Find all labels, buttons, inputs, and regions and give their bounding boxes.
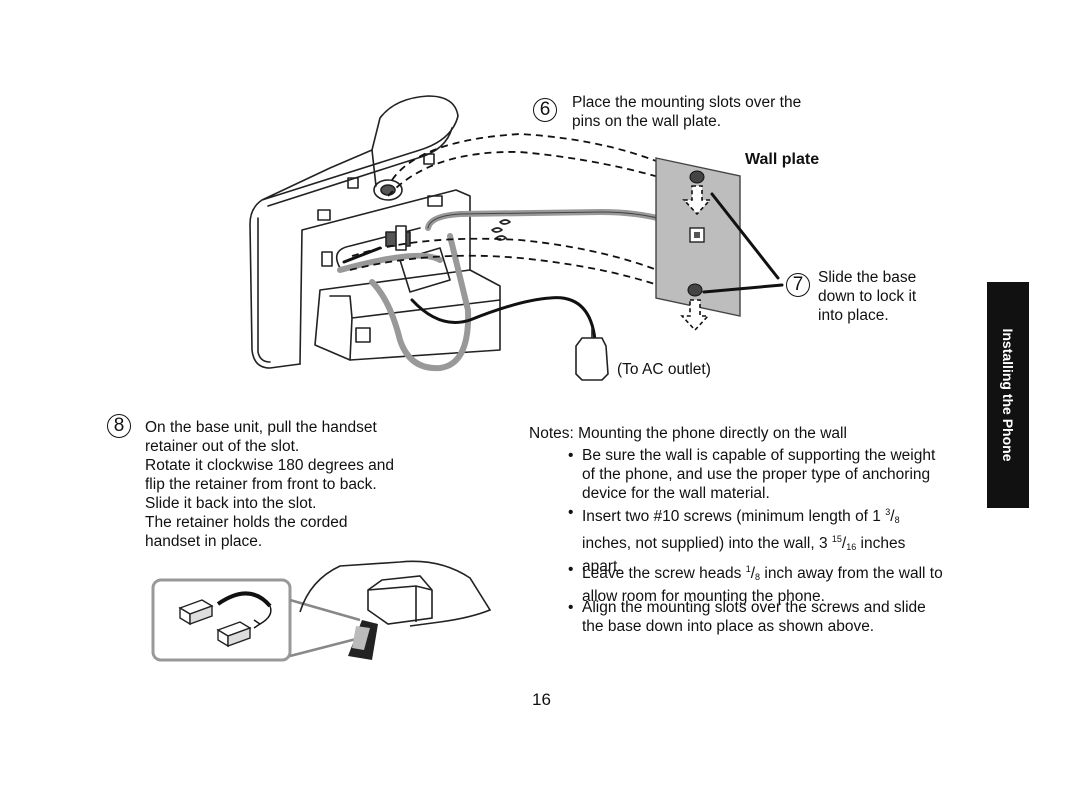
note-3-text: inch away from the wall to (760, 565, 943, 582)
note-2-text: Insert two #10 screws (minimum length of… (582, 508, 886, 525)
wall-plate (655, 157, 741, 317)
note-1-line2: of the phone, and use the proper type of… (582, 466, 931, 483)
step-7-number: 7 (786, 273, 810, 297)
notes-heading: Notes: Mounting the phone directly on th… (529, 425, 847, 442)
phone-base-shell (249, 95, 459, 369)
note-3-line1: Leave the screw heads 1/8 inch away from… (582, 564, 943, 582)
step-8-line: handset in place. (145, 533, 263, 550)
step-8-text: On the base unit, pull the handset retai… (145, 418, 394, 551)
step-6-line1: Place the mounting slots over the (572, 94, 802, 111)
step-6-line2: pins on the wall plate. (572, 113, 722, 130)
note-4-line2: the base down into place as shown above. (582, 618, 875, 635)
section-side-tab-label: Installing the Phone (1000, 328, 1016, 462)
section-side-tab: Installing the Phone (987, 282, 1029, 508)
note-2-line1: Insert two #10 screws (minimum length of… (582, 507, 900, 525)
fraction-numerator: 1 (745, 564, 751, 574)
note-1-line1: Be sure the wall is capable of supportin… (582, 447, 936, 464)
step-7-line1: Slide the base (818, 269, 917, 286)
step-8-line: On the base unit, pull the handset (145, 419, 377, 436)
note-3-line2: allow room for mounting the phone. (582, 588, 825, 605)
note-4-line1: Align the mounting slots over the screws… (582, 599, 926, 616)
wall-plate-label: Wall plate (745, 151, 820, 168)
step-7-text: Slide the base down to lock it into plac… (818, 268, 916, 325)
step-6-text: Place the mounting slots over the pins o… (572, 93, 801, 131)
step-7-line3: into place. (818, 307, 889, 324)
fraction-numerator: 3 (885, 507, 891, 517)
fraction-denominator: 8 (755, 572, 761, 582)
bullet-dot: • (568, 504, 574, 521)
note-2-text: inches, not supplied) into the wall, 3 (582, 535, 832, 552)
note-bullet-2: • Insert two #10 screws (minimum length … (568, 503, 906, 576)
bullet-dot: • (568, 447, 574, 464)
note-3-text: Leave the screw heads (582, 565, 746, 582)
fraction-denominator: 16 (846, 542, 857, 552)
retainer-diagram (151, 560, 492, 662)
step-8-line: flip the retainer from front to back. (145, 476, 377, 493)
step-8-line: Rotate it clockwise 180 degrees and (145, 457, 395, 474)
note-bullet-4: • Align the mounting slots over the scre… (568, 598, 926, 636)
ac-adapter (575, 328, 609, 381)
step-7-line2: down to lock it (818, 288, 917, 305)
step-6-number: 6 (533, 98, 557, 122)
step-8-number: 8 (107, 414, 131, 438)
note-1-line3: device for the wall material. (582, 485, 770, 502)
fraction-numerator: 15 (831, 534, 842, 544)
note-bullet-3: • Leave the screw heads 1/8 inch away fr… (568, 560, 943, 606)
step-8-line: Slide it back into the slot. (145, 495, 317, 512)
note-2-line2: inches, not supplied) into the wall, 3 1… (582, 534, 906, 552)
step-8-line: retainer out of the slot. (145, 438, 300, 455)
page-number: 16 (532, 690, 551, 709)
fraction-denominator: 8 (894, 515, 900, 525)
ac-outlet-label: (To AC outlet) (617, 361, 711, 378)
bullet-dot: • (568, 561, 574, 578)
note-bullet-1: • Be sure the wall is capable of support… (568, 446, 936, 503)
bullet-dot: • (568, 599, 574, 616)
note-2-text: inches (856, 535, 906, 552)
wall-mount-diagram (249, 95, 784, 381)
step-8-line: The retainer holds the corded (145, 514, 348, 531)
note-2-line3: apart. (582, 558, 622, 575)
